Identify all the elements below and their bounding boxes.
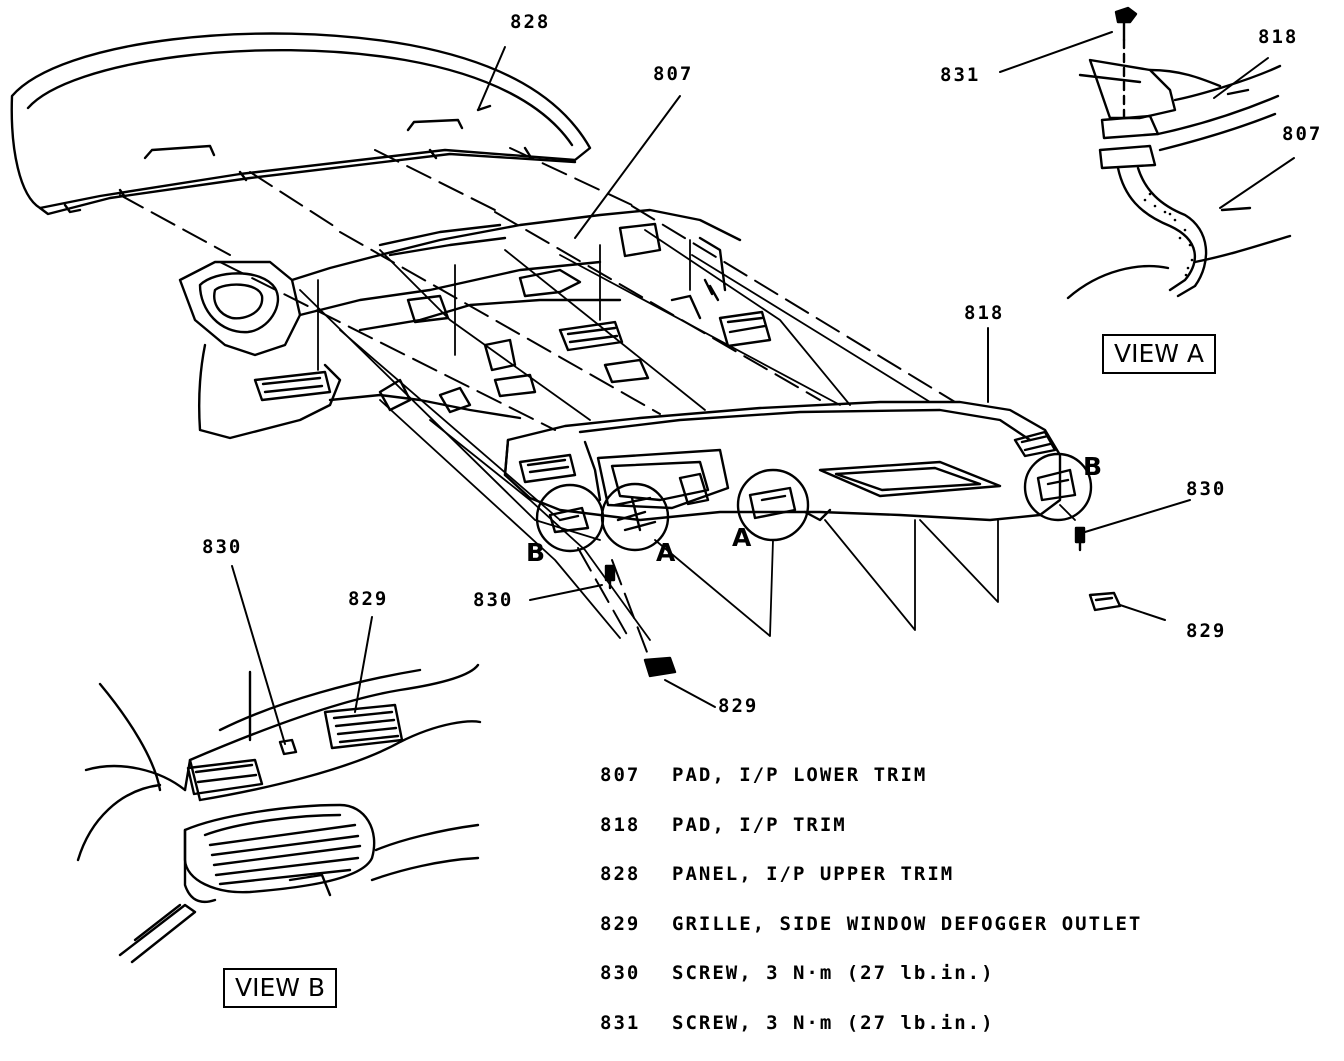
- callout-807-view-a: 807: [1282, 125, 1322, 144]
- detail-circle-b-right: [1025, 454, 1091, 520]
- legend-row: 830 SCREW, 3 N·m (27 lb.in.): [600, 962, 1142, 1012]
- view-a-detail: [1068, 8, 1290, 298]
- view-b-label: VIEW B: [223, 968, 337, 1008]
- legend-row: 829 GRILLE, SIDE WINDOW DEFOGGER OUTLET: [600, 913, 1142, 963]
- screw-830-center: [606, 566, 614, 588]
- screw-830-right: [1076, 528, 1084, 550]
- detail-letter-a-left: A: [656, 540, 675, 565]
- legend-row: 807 PAD, I/P LOWER TRIM: [600, 764, 1142, 814]
- callout-818-view-a: 818: [1258, 28, 1298, 47]
- legend-number: 829: [600, 913, 672, 935]
- grille-829-center: [645, 658, 675, 676]
- legend-row: 828 PANEL, I/P UPPER TRIM: [600, 863, 1142, 913]
- view-b-detail: [78, 665, 480, 962]
- legend-number: 831: [600, 1012, 672, 1034]
- callout-830-right: 830: [1186, 480, 1226, 499]
- legend-number: 818: [600, 814, 672, 836]
- legend-row: 831 SCREW, 3 N·m (27 lb.in.): [600, 1012, 1142, 1061]
- callout-831: 831: [940, 66, 980, 85]
- legend-description: SCREW, 3 N·m (27 lb.in.): [672, 1012, 995, 1034]
- legend-description: GRILLE, SIDE WINDOW DEFOGGER OUTLET: [672, 913, 1142, 935]
- callout-807: 807: [653, 65, 693, 84]
- callout-829-right: 829: [1186, 622, 1226, 641]
- callout-leaders: [232, 32, 1294, 744]
- grille-829-right: [1090, 593, 1120, 610]
- callout-830-view-b: 830: [202, 538, 242, 557]
- view-a-label: VIEW A: [1102, 334, 1216, 374]
- callout-829-center: 829: [718, 697, 758, 716]
- legend-description: SCREW, 3 N·m (27 lb.in.): [672, 962, 995, 984]
- upper-trim-panel-828: [12, 34, 590, 214]
- callout-829-view-b: 829: [348, 590, 388, 609]
- detail-letter-b-right: B: [1083, 454, 1102, 479]
- legend-number: 830: [600, 962, 672, 984]
- detail-letter-b-left: B: [526, 540, 545, 565]
- legend-number: 828: [600, 863, 672, 885]
- lower-trim-pad-807: [180, 210, 770, 438]
- legend-row: 818 PAD, I/P TRIM: [600, 814, 1142, 864]
- legend-number: 807: [600, 764, 672, 786]
- detail-letter-a-right: A: [732, 525, 751, 550]
- legend-description: PAD, I/P LOWER TRIM: [672, 764, 927, 786]
- callout-828: 828: [510, 13, 550, 32]
- parts-legend: 807 PAD, I/P LOWER TRIM 818 PAD, I/P TRI…: [600, 764, 1142, 1061]
- legend-description: PAD, I/P TRIM: [672, 814, 847, 836]
- callout-818: 818: [964, 304, 1004, 323]
- callout-830-center: 830: [473, 591, 513, 610]
- legend-description: PANEL, I/P UPPER TRIM: [672, 863, 954, 885]
- detail-circle-b-left: [537, 485, 603, 551]
